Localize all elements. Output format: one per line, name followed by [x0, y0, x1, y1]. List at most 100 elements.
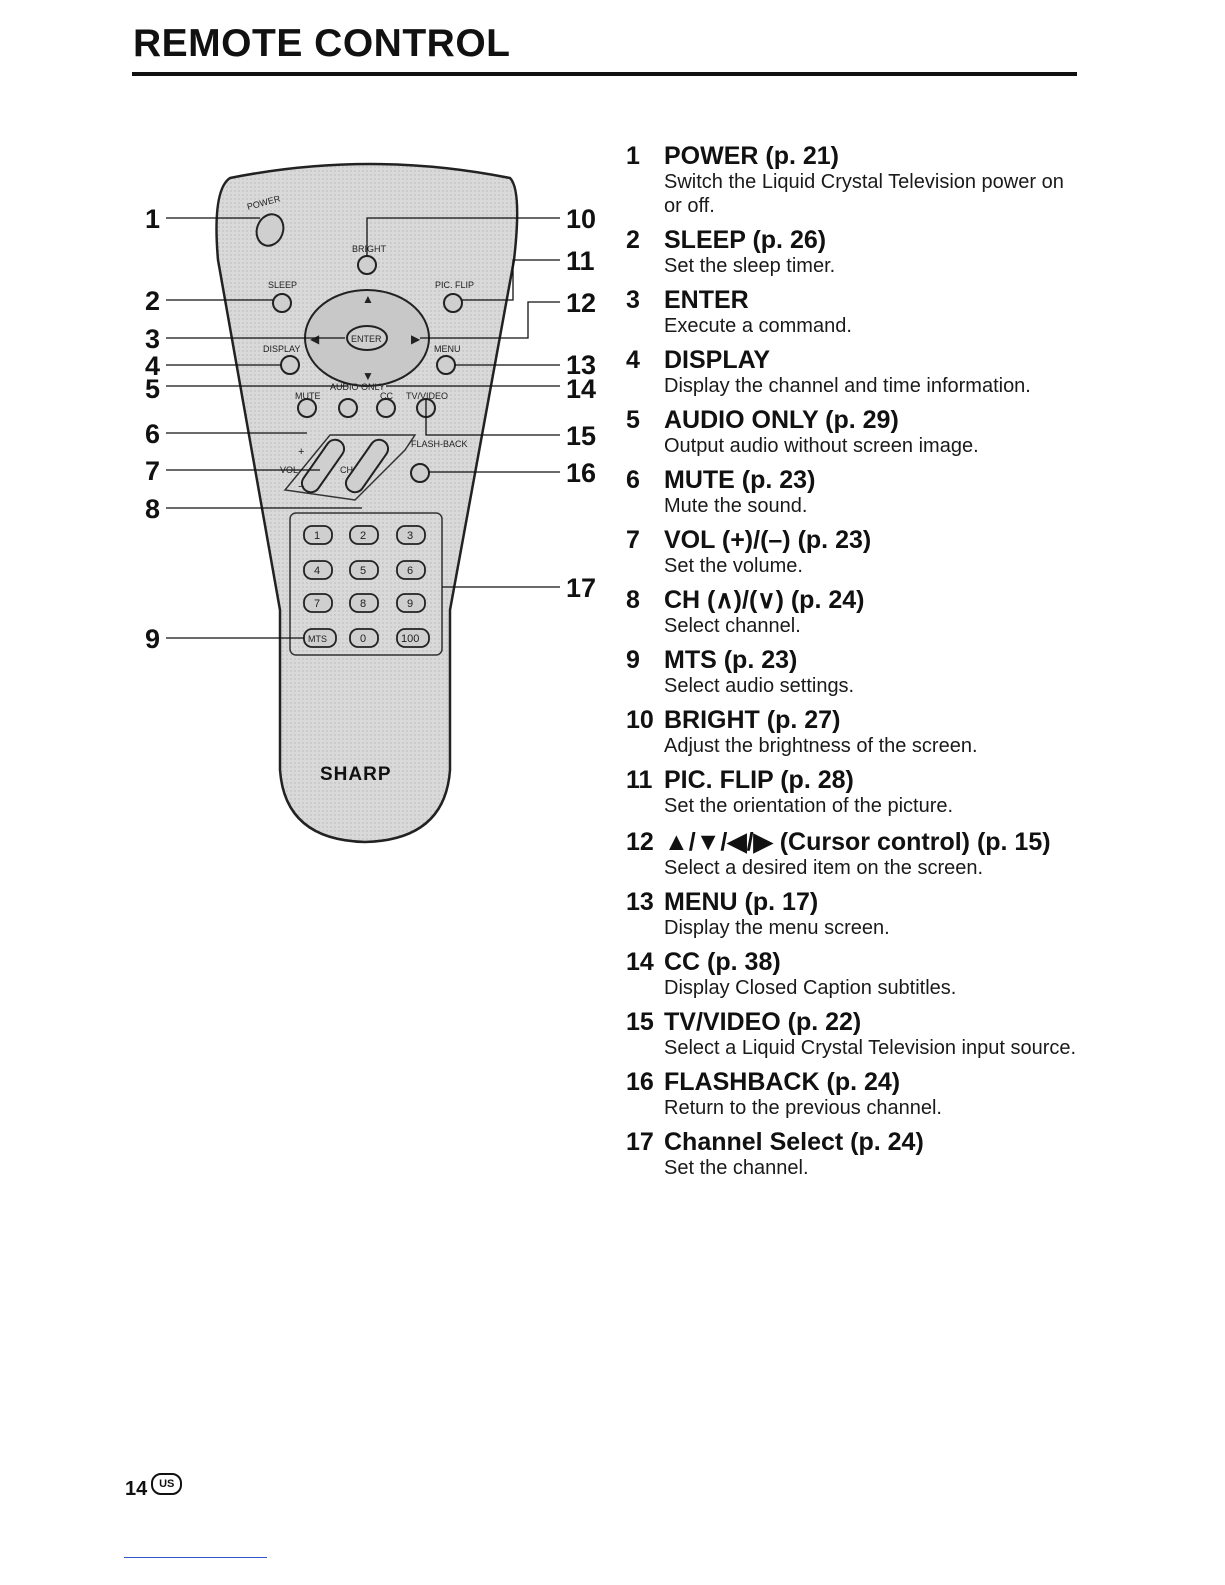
legend-item-description: Switch the Liquid Crystal Television pow… [664, 171, 1064, 217]
legend-item-title: FLASHBACK (p. 24) [664, 1068, 901, 1096]
remote-button-label: 5 [360, 565, 366, 577]
legend-item-number: 3 [626, 286, 640, 314]
audio-only-button [338, 398, 358, 418]
legend-item-number: 14 [626, 948, 654, 976]
callout-11: 11 [566, 246, 595, 276]
remote-button-label: FLASH-BACK [411, 439, 468, 449]
legend-item-number: 10 [626, 706, 654, 734]
legend-item-description: Display the channel and time information… [664, 375, 1031, 397]
button-legend: 1 POWER (p. 21)Switch the Liquid Crystal … [626, 140, 1081, 1180]
key-7 [303, 593, 333, 613]
key-6 [396, 560, 426, 580]
legend-item-number: 6 [626, 466, 640, 494]
remote-button-label: 8 [360, 598, 366, 610]
key-8 [349, 593, 379, 613]
cursor-left-icon: ◀ [310, 332, 320, 346]
callout-2: 2 [145, 286, 160, 316]
callout-16: 16 [566, 458, 596, 488]
page-footer: 14 US [125, 1472, 183, 1501]
legend-item-title: PIC. FLIP (p. 28) [664, 766, 854, 794]
legend-item-title: CC (p. 38) [664, 948, 781, 976]
legend-item-title: POWER (p. 21) [664, 142, 840, 170]
remote-button-label: BRIGHT [352, 244, 387, 254]
remote-button-label: DISPLAY [263, 344, 300, 354]
legend-item-description: Select channel. [664, 615, 801, 637]
callout-14: 14 [566, 374, 596, 404]
remote-button-label: MENU [434, 344, 461, 354]
legend-item-title: ENTER [664, 286, 749, 314]
callout-13: 13 [566, 350, 596, 380]
remote-button-label: 6 [407, 565, 413, 577]
legend-item: 12▲/▼/◀/▶ (Cursor control) (p. 15)Select… [626, 826, 1081, 880]
legend-item-number: 1 [626, 142, 640, 170]
callout-1: 1 [145, 204, 160, 234]
legend-item-description: Set the orientation of the picture. [664, 795, 954, 817]
legend-item: 6 MUTE (p. 23)Mute the sound. [626, 464, 1081, 518]
callout-12: 12 [566, 288, 596, 318]
key-2 [349, 525, 379, 545]
remote-button-label: 9 [407, 598, 413, 610]
key-1 [303, 525, 333, 545]
keypad: 1 2 3 4 5 6 7 8 9 MTS 0 100 [303, 525, 430, 648]
legend-item-description: Select a Liquid Crystal Television input… [664, 1037, 1077, 1059]
legend-item-description: Set the channel. [664, 1157, 809, 1179]
title-rule [132, 72, 1077, 76]
legend-item-description: Mute the sound. [664, 495, 808, 517]
callout-17: 17 [566, 573, 596, 603]
legend-item-title: MUTE (p. 23) [664, 466, 816, 494]
callout-6: 6 [145, 419, 160, 449]
remote-button-label: SLEEP [268, 280, 297, 290]
remote-button-label: 4 [314, 565, 320, 577]
power-button [255, 213, 285, 247]
legend-item-description: Adjust the brightness of the screen. [664, 735, 978, 757]
legend-item-number: 5 [626, 406, 640, 434]
right-callouts: 10 11 12 13 14 15 16 17 [566, 204, 596, 603]
remote-button-label: MTS [308, 634, 327, 644]
callout-9: 9 [145, 624, 160, 654]
cursor-up-icon: ▲ [362, 292, 374, 306]
legend-item-description: Set the sleep timer. [664, 255, 836, 277]
menu-button [436, 355, 456, 375]
legend-item-title: CH (∧)/(∨) (p. 24) [664, 586, 865, 614]
legend-item-title: AUDIO ONLY (p. 29) [664, 406, 899, 434]
legend-item: 1 POWER (p. 21)Switch the Liquid Crystal … [626, 140, 1081, 218]
legend-item-number: 11 [626, 766, 653, 794]
legend-item-title: MTS (p. 23) [664, 646, 798, 674]
key-9 [396, 593, 426, 613]
legend-item-number: 16 [626, 1068, 654, 1096]
remote-svg: POWER BRIGHT SLEEP PIC. FLIP ENTER ▲ ▼ ◀… [145, 162, 596, 844]
callout-8: 8 [145, 494, 160, 524]
legend-item: 11 PIC. FLIP (p. 28)Set the orientation o… [626, 764, 1081, 818]
remote-button-label: TV/VIDEO [406, 391, 448, 401]
remote-button-label: 100 [401, 633, 419, 645]
legend-item: 8 CH (∧)/(∨) (p. 24)Select channel. [626, 584, 1081, 638]
key-3 [396, 525, 426, 545]
remote-button-label: 3 [407, 530, 413, 542]
region-badge: US [151, 1472, 183, 1495]
legend-item-description: Return to the previous channel. [664, 1097, 942, 1119]
remote-button-label: ENTER [351, 334, 382, 344]
legend-item-number: 4 [626, 346, 640, 374]
remote-button-label: + [298, 446, 304, 458]
right-callout-lines [366, 217, 560, 588]
legend-item-number: 8 [626, 586, 640, 614]
mute-button [297, 398, 317, 418]
remote-button-label: 1 [314, 530, 320, 542]
legend-item-number: 9 [626, 646, 640, 674]
legend-item-description: Select audio settings. [664, 675, 855, 697]
remote-button-label: CC [380, 391, 393, 401]
left-callout-lines [166, 217, 362, 639]
page-number: 14 [125, 1478, 148, 1500]
key-0 [349, 628, 379, 648]
legend-item-description: Set the volume. [664, 555, 803, 577]
callout-10: 10 [566, 204, 596, 234]
callout-4: 4 [145, 351, 160, 381]
legend-item-title: VOL (+)/(–) (p. 23) [664, 526, 872, 554]
legend-item-title: SLEEP (p. 26) [664, 226, 827, 254]
legend-item-number: 13 [626, 888, 654, 916]
cc-button [376, 398, 396, 418]
